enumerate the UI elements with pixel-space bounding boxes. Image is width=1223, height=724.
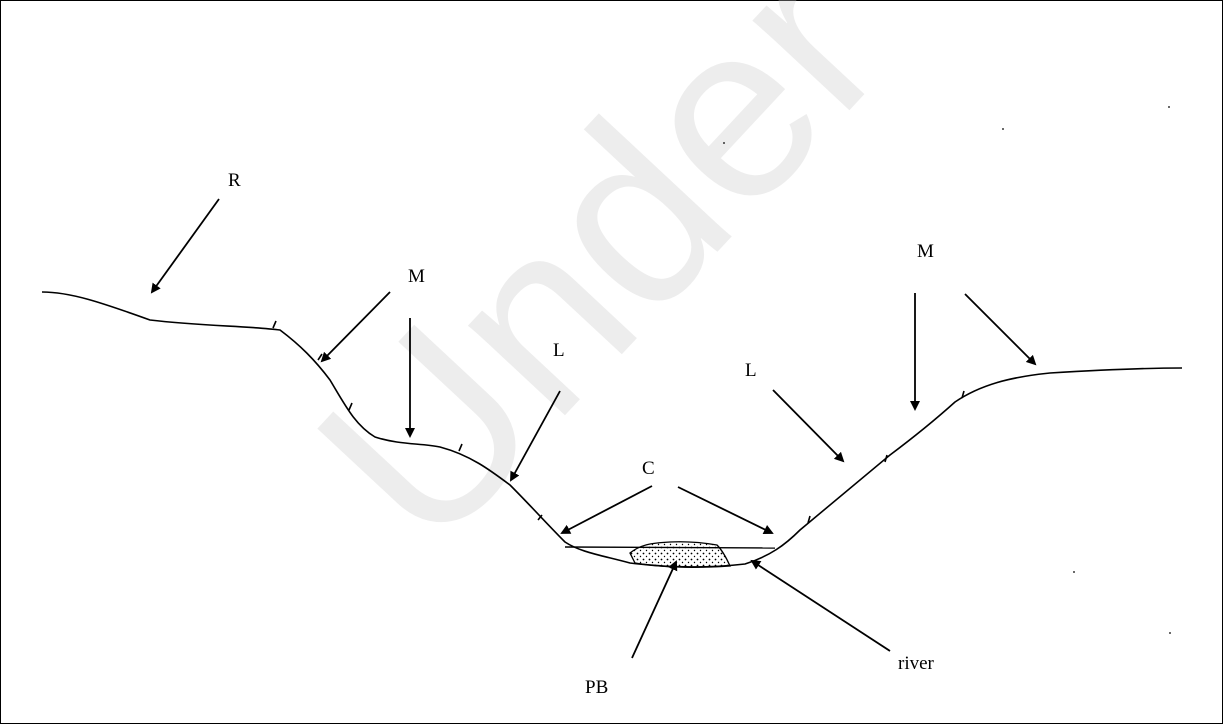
- label-r: R: [228, 170, 241, 191]
- watermark-text: Under re: [265, 0, 1132, 596]
- label-l-right: L: [745, 360, 757, 381]
- arrow-c-right: [678, 487, 772, 533]
- arrow-r: [152, 199, 219, 292]
- label-river: river: [898, 653, 935, 674]
- arrow-l-right: [773, 390, 843, 461]
- arrow-river: [752, 561, 890, 651]
- arrow-m-right-diagonal: [965, 294, 1035, 364]
- arrow-pb: [632, 562, 676, 658]
- label-c: C: [642, 458, 655, 479]
- arrow-c-left: [562, 486, 652, 533]
- point-bar-shape: [630, 542, 730, 568]
- label-pb: PB: [585, 677, 608, 698]
- label-m-left: M: [408, 266, 425, 287]
- label-l-left: L: [553, 340, 565, 361]
- label-m-right: M: [917, 241, 934, 262]
